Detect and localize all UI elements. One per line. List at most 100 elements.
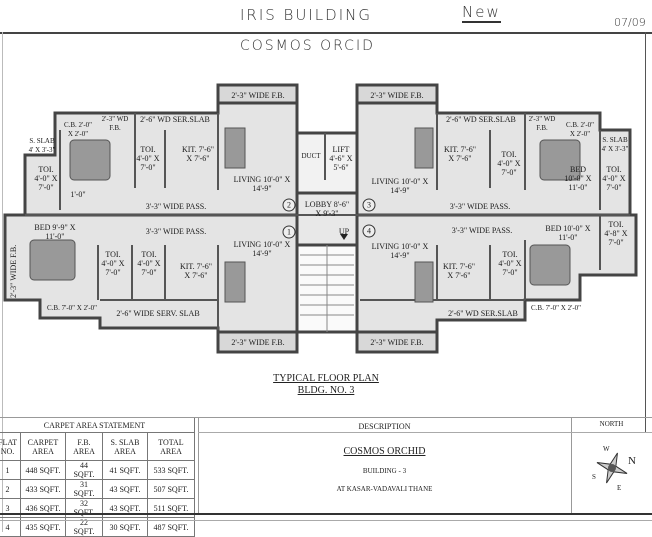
- description-location: AT KASAR-VADAVALI THANE: [336, 485, 433, 493]
- flat-marker-2: 2: [282, 198, 296, 212]
- cell: 2: [0, 479, 21, 499]
- label-toilet: TOI. 4'-0" X 7'-0": [34, 165, 58, 192]
- sheet-border-top: [0, 32, 652, 34]
- lift-duct-core: [295, 131, 359, 195]
- description-project: COSMOS ORCHID: [198, 446, 571, 457]
- description-header: DESCRIPTION: [358, 422, 411, 431]
- plan-title-line2: BLDG. NO. 3: [297, 385, 355, 396]
- fb-bottom-left: [216, 330, 299, 354]
- fb-top-right: [355, 83, 439, 105]
- label-serv-slab: 2'-6" WIDE SERV. SLAB: [116, 309, 200, 318]
- divider: [198, 432, 652, 433]
- compass-s: S: [592, 473, 596, 481]
- titleblock-top-line: [0, 417, 652, 418]
- label-toilet: TOI. 4'-0" X 7'-0": [602, 165, 626, 192]
- label-toilet: TOI. 4'-0" X 7'-0": [137, 250, 161, 277]
- divider: [571, 418, 572, 513]
- plan-title: TYPICAL FLOOR PLAN BLDG. NO. 3: [0, 373, 652, 397]
- label-fb: 2'-3" WIDE F.B.: [231, 91, 285, 100]
- label-bed: BED 10'-0" X 11'-0": [545, 224, 591, 242]
- cell: 433 SQFT.: [19, 479, 66, 499]
- divider: [198, 418, 199, 513]
- sofa-furniture: [414, 261, 434, 303]
- label-lobby: LOBBY 8'-6" X 9'-3": [304, 200, 350, 218]
- cell: 43 SQFT.: [101, 479, 148, 499]
- north-header: NORTH: [599, 420, 624, 428]
- label-s-slab: S. SLAB 4' X 3'-3": [601, 136, 629, 153]
- label-s-slab: S. SLAB 4' X 3'-3": [28, 137, 56, 154]
- label-cb: C.B. 7'-0" X 2'-0": [530, 304, 582, 312]
- label-up: UP: [338, 227, 350, 236]
- label-fb: 2'-3" WIDE F.B.: [370, 338, 424, 347]
- label-kitchen: KIT. 7'-6" X 7'-6": [442, 262, 476, 280]
- label-kitchen: KIT. 7'-6" X 7'-6": [181, 145, 215, 163]
- label-ser-slab: 2'-6" WD SER.SLAB: [446, 115, 516, 124]
- compass-n: N: [628, 455, 636, 467]
- project-name: COSMOS ORCHID: [343, 446, 426, 457]
- handwritten-subtitle: COSMOS ORCID: [240, 38, 375, 54]
- label-cb: C.B. 7'-0" X 2'-0": [46, 304, 98, 312]
- fb-top-left: [216, 83, 299, 105]
- label-living: LIVING 10'-0" X 14'-9": [233, 240, 291, 258]
- compass-icon: [596, 452, 628, 484]
- label-ser-slab: 2'-6" WD SER.SLAB: [448, 309, 518, 318]
- handwritten-tag: New: [462, 3, 501, 23]
- label-passage: 3'-3" WIDE PASS.: [449, 202, 511, 211]
- label-passage: 3'-3" WIDE PASS.: [145, 227, 207, 236]
- col-header: F.B. AREA: [64, 432, 103, 461]
- label-cb: C.B. 2'-0" X 2'-0": [565, 121, 595, 138]
- handwritten-title: IRIS BUILDING: [240, 6, 372, 24]
- sofa-furniture: [224, 127, 246, 169]
- label-bed-dim: 1'-0": [70, 190, 86, 199]
- label-bed: BED 10'-0" X 11'-0": [564, 165, 592, 192]
- cell: 31 SQFT.: [64, 479, 103, 499]
- label-lift: LIFT 4'-6" X 5'-6": [329, 145, 353, 172]
- label-toilet: TOI. 4'-0" X 7'-0": [136, 145, 160, 172]
- bed-furniture: [529, 244, 571, 286]
- col-header: S. SLAB AREA: [101, 432, 148, 461]
- label-kitchen: KIT. 7'-6" X 7'-6": [443, 145, 477, 163]
- label-toilet: TOI. 4'-8" X 7'-0": [604, 220, 628, 247]
- flat-marker-1: 1: [282, 225, 296, 239]
- bed-furniture: [29, 239, 76, 281]
- titleblock-bottom-line: [0, 513, 652, 515]
- sofa-furniture: [224, 261, 246, 303]
- label-wd-fb: 2'-3" WD F.B.: [528, 115, 556, 132]
- bed-furniture: [539, 139, 581, 181]
- label-cb: C.B. 2'-0" X 2'-0": [63, 121, 93, 138]
- label-wd-fb: 2'-3" WD F.B.: [101, 115, 129, 132]
- label-fb: 2'-3" WIDE F.B.: [231, 338, 285, 347]
- flat-marker-3: 3: [362, 198, 376, 212]
- sheet-border-left: [2, 32, 3, 532]
- compass-w: W: [603, 445, 610, 453]
- cell: 507 SQFT.: [146, 479, 195, 499]
- label-duct: DUCT: [301, 152, 321, 160]
- label-passage: 3'-3" WIDE PASS.: [451, 226, 513, 235]
- label-living: LIVING 10'-0" X 14'-9": [371, 242, 429, 260]
- col-header: FLAT NO.: [0, 432, 21, 461]
- compass-e: E: [617, 484, 622, 492]
- fb-bottom-right: [355, 330, 439, 354]
- cell: 44 SQFT.: [64, 460, 103, 480]
- cell: 41 SQFT.: [101, 460, 148, 480]
- cell: 533 SQFT.: [146, 460, 195, 480]
- col-header: TOTAL AREA: [146, 432, 195, 461]
- flat-marker-4: 4: [362, 224, 376, 238]
- label-ser-slab: 2'-6" WD SER.SLAB: [140, 115, 210, 124]
- bed-furniture: [69, 139, 111, 181]
- label-fb-vertical: 2'-3" WIDE F.B.: [9, 244, 18, 298]
- label-fb: 2'-3" WIDE F.B.: [370, 91, 424, 100]
- label-toilet: TOI. 4'-0" X 7'-0": [498, 250, 522, 277]
- label-bed: BED 9'-9" X 11'-0": [34, 223, 76, 241]
- up-arrow-icon: [340, 234, 348, 240]
- label-toilet: TOI. 4'-0" X 7'-0": [497, 150, 521, 177]
- label-passage: 3'-3" WIDE PASS.: [145, 202, 207, 211]
- sheet-border-right: [645, 32, 646, 432]
- cell: 1: [0, 460, 21, 480]
- cell: 448 SQFT.: [19, 460, 66, 480]
- sofa-furniture: [414, 127, 434, 169]
